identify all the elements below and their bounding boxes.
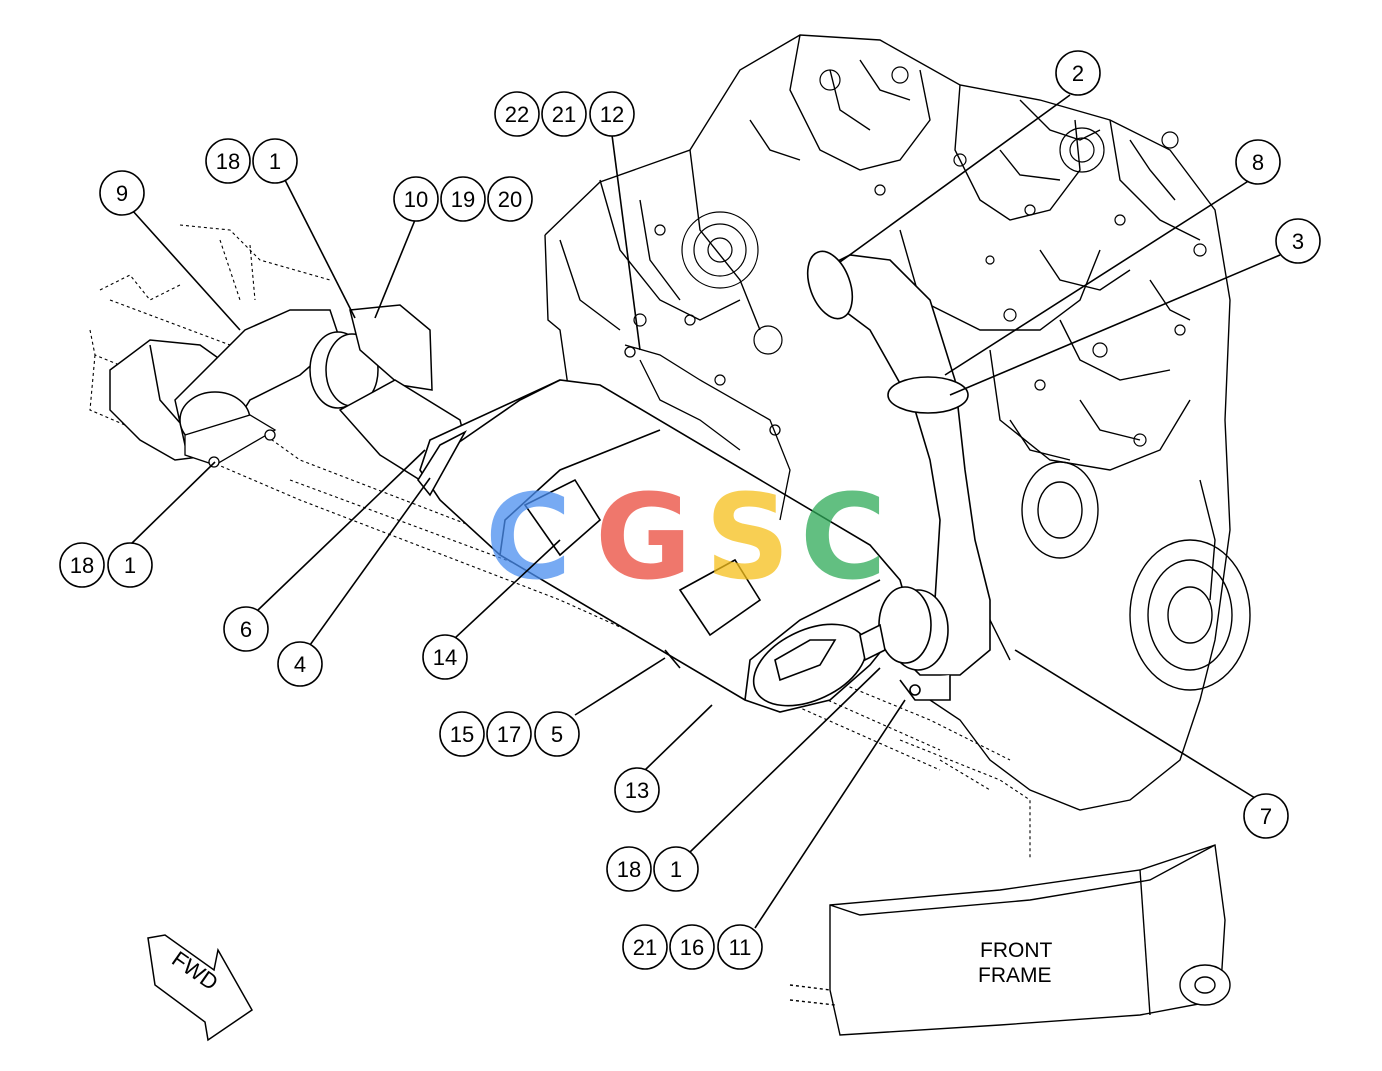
front-frame [789, 844, 1231, 1036]
callout-6: 6 [240, 617, 252, 642]
front-frame-label-line2: FRAME [978, 964, 1052, 987]
watermark: C G S C [485, 468, 887, 606]
callout-17: 17 [497, 722, 521, 747]
callout-14: 14 [433, 645, 457, 670]
callout-10: 10 [404, 187, 428, 212]
callout-3: 3 [1292, 229, 1304, 254]
watermark-letter-1: C [485, 468, 572, 606]
callout-18-bottom: 18 [617, 857, 641, 882]
callout-8: 8 [1252, 150, 1264, 175]
front-frame-label-line1: FRONT [980, 939, 1052, 962]
engine-fittings [633, 66, 1207, 447]
callout-labels: 22 21 12 2 8 3 18 1 10 19 20 9 18 1 6 4 … [70, 61, 1304, 960]
callout-22: 22 [505, 102, 529, 127]
callout-1-bottom: 1 [670, 857, 682, 882]
callout-7: 7 [1260, 804, 1272, 829]
leader-lines [129, 94, 1281, 929]
callout-18-top: 18 [216, 149, 240, 174]
watermark-letter-2: G [595, 468, 692, 606]
callout-9: 9 [116, 181, 128, 206]
muffler [417, 379, 911, 713]
callout-2: 2 [1072, 61, 1084, 86]
callout-16: 16 [680, 935, 704, 960]
muffler-bracket [624, 344, 791, 521]
callout-1-left: 1 [124, 553, 136, 578]
callout-18-left: 18 [70, 553, 94, 578]
watermark-letter-4: C [800, 468, 887, 606]
callout-20: 20 [498, 187, 522, 212]
crankshaft-damper [1021, 461, 1251, 691]
callout-19: 19 [451, 187, 475, 212]
callout-12: 12 [600, 102, 624, 127]
watermark-letter-3: S [705, 468, 790, 606]
callout-4: 4 [294, 652, 306, 677]
engine-block [544, 34, 1231, 811]
callout-15: 15 [450, 722, 474, 747]
callout-21-bottom: 21 [633, 935, 657, 960]
fwd-arrow-icon: FWD [147, 934, 253, 1042]
callout-5: 5 [551, 722, 563, 747]
callout-13: 13 [625, 778, 649, 803]
turbo-outlet-pipe [806, 250, 991, 701]
exhaust-inlet-pipe [109, 304, 471, 481]
callout-21: 21 [552, 102, 576, 127]
callout-circles [59, 50, 1321, 970]
callout-1-top: 1 [269, 149, 281, 174]
callout-11: 11 [729, 935, 752, 960]
